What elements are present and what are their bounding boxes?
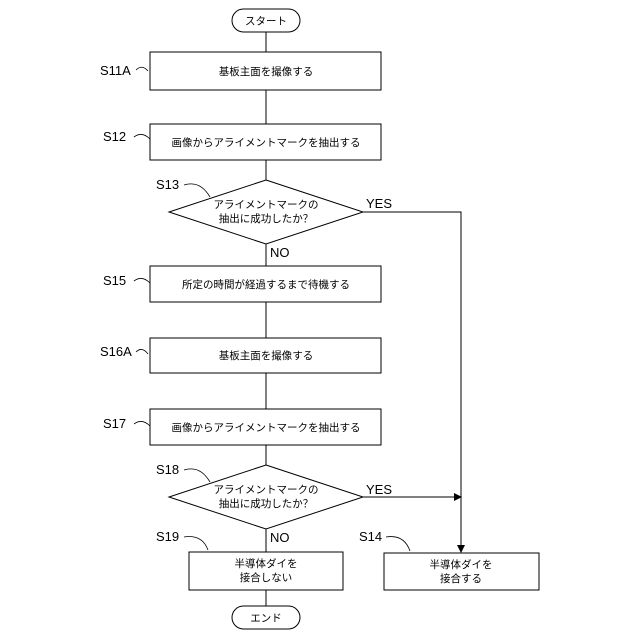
arrowhead-s14 xyxy=(457,545,465,553)
leader-s13 xyxy=(184,184,210,197)
step-label-s14: S14 xyxy=(359,529,382,544)
decision-s18-line2: 抽出に成功したか？ xyxy=(219,497,314,510)
branch-no-s13: NO xyxy=(270,245,290,260)
leader-s19 xyxy=(184,537,208,550)
leader-s14 xyxy=(386,537,410,551)
step-label-s17: S17 xyxy=(103,416,126,431)
branch-no-s18: NO xyxy=(270,530,290,545)
decision-s13-line1: アライメントマークの xyxy=(214,199,319,211)
step-label-s11a: S11A xyxy=(100,63,131,78)
leader-s11a xyxy=(136,67,148,71)
decision-s13 xyxy=(169,180,363,244)
step-label-s15: S15 xyxy=(103,273,126,288)
end-terminal-text: エンド xyxy=(250,613,282,625)
step-label-s13: S13 xyxy=(156,177,179,192)
process-s16a-text: 基板主面を撮像する xyxy=(219,349,314,362)
step-label-s19: S19 xyxy=(156,529,179,544)
leader-s17 xyxy=(134,421,150,426)
step-label-s12: S12 xyxy=(103,129,126,144)
process-s19-line2: 接合しない xyxy=(240,571,293,584)
process-s12-text: 画像からアライメントマークを抽出する xyxy=(172,136,361,149)
step-label-s18: S18 xyxy=(156,462,179,477)
process-s14-line1: 半導体ダイを xyxy=(430,558,493,571)
branch-yes-s18: YES xyxy=(366,482,392,497)
process-s14-line2: 接合する xyxy=(440,572,482,585)
process-s19-line1: 半導体ダイを xyxy=(235,557,298,570)
process-s17-text: 画像からアライメントマークを抽出する xyxy=(172,421,361,434)
step-label-s16a: S16A xyxy=(100,344,132,359)
process-s15-text: 所定の時間が経過するまで待機する xyxy=(182,278,350,291)
leader-s12 xyxy=(134,134,150,139)
decision-s13-line2: 抽出に成功したか？ xyxy=(219,212,314,225)
decision-s18 xyxy=(169,465,363,529)
branch-yes-s13: YES xyxy=(366,196,392,211)
process-s11a-text: 基板主面を撮像する xyxy=(219,65,314,78)
leader-s15 xyxy=(134,278,150,283)
leader-s18 xyxy=(184,469,210,482)
decision-s18-line1: アライメントマークの xyxy=(214,484,319,496)
start-terminal-text: スタート xyxy=(245,16,287,28)
leader-s16a xyxy=(136,349,148,354)
